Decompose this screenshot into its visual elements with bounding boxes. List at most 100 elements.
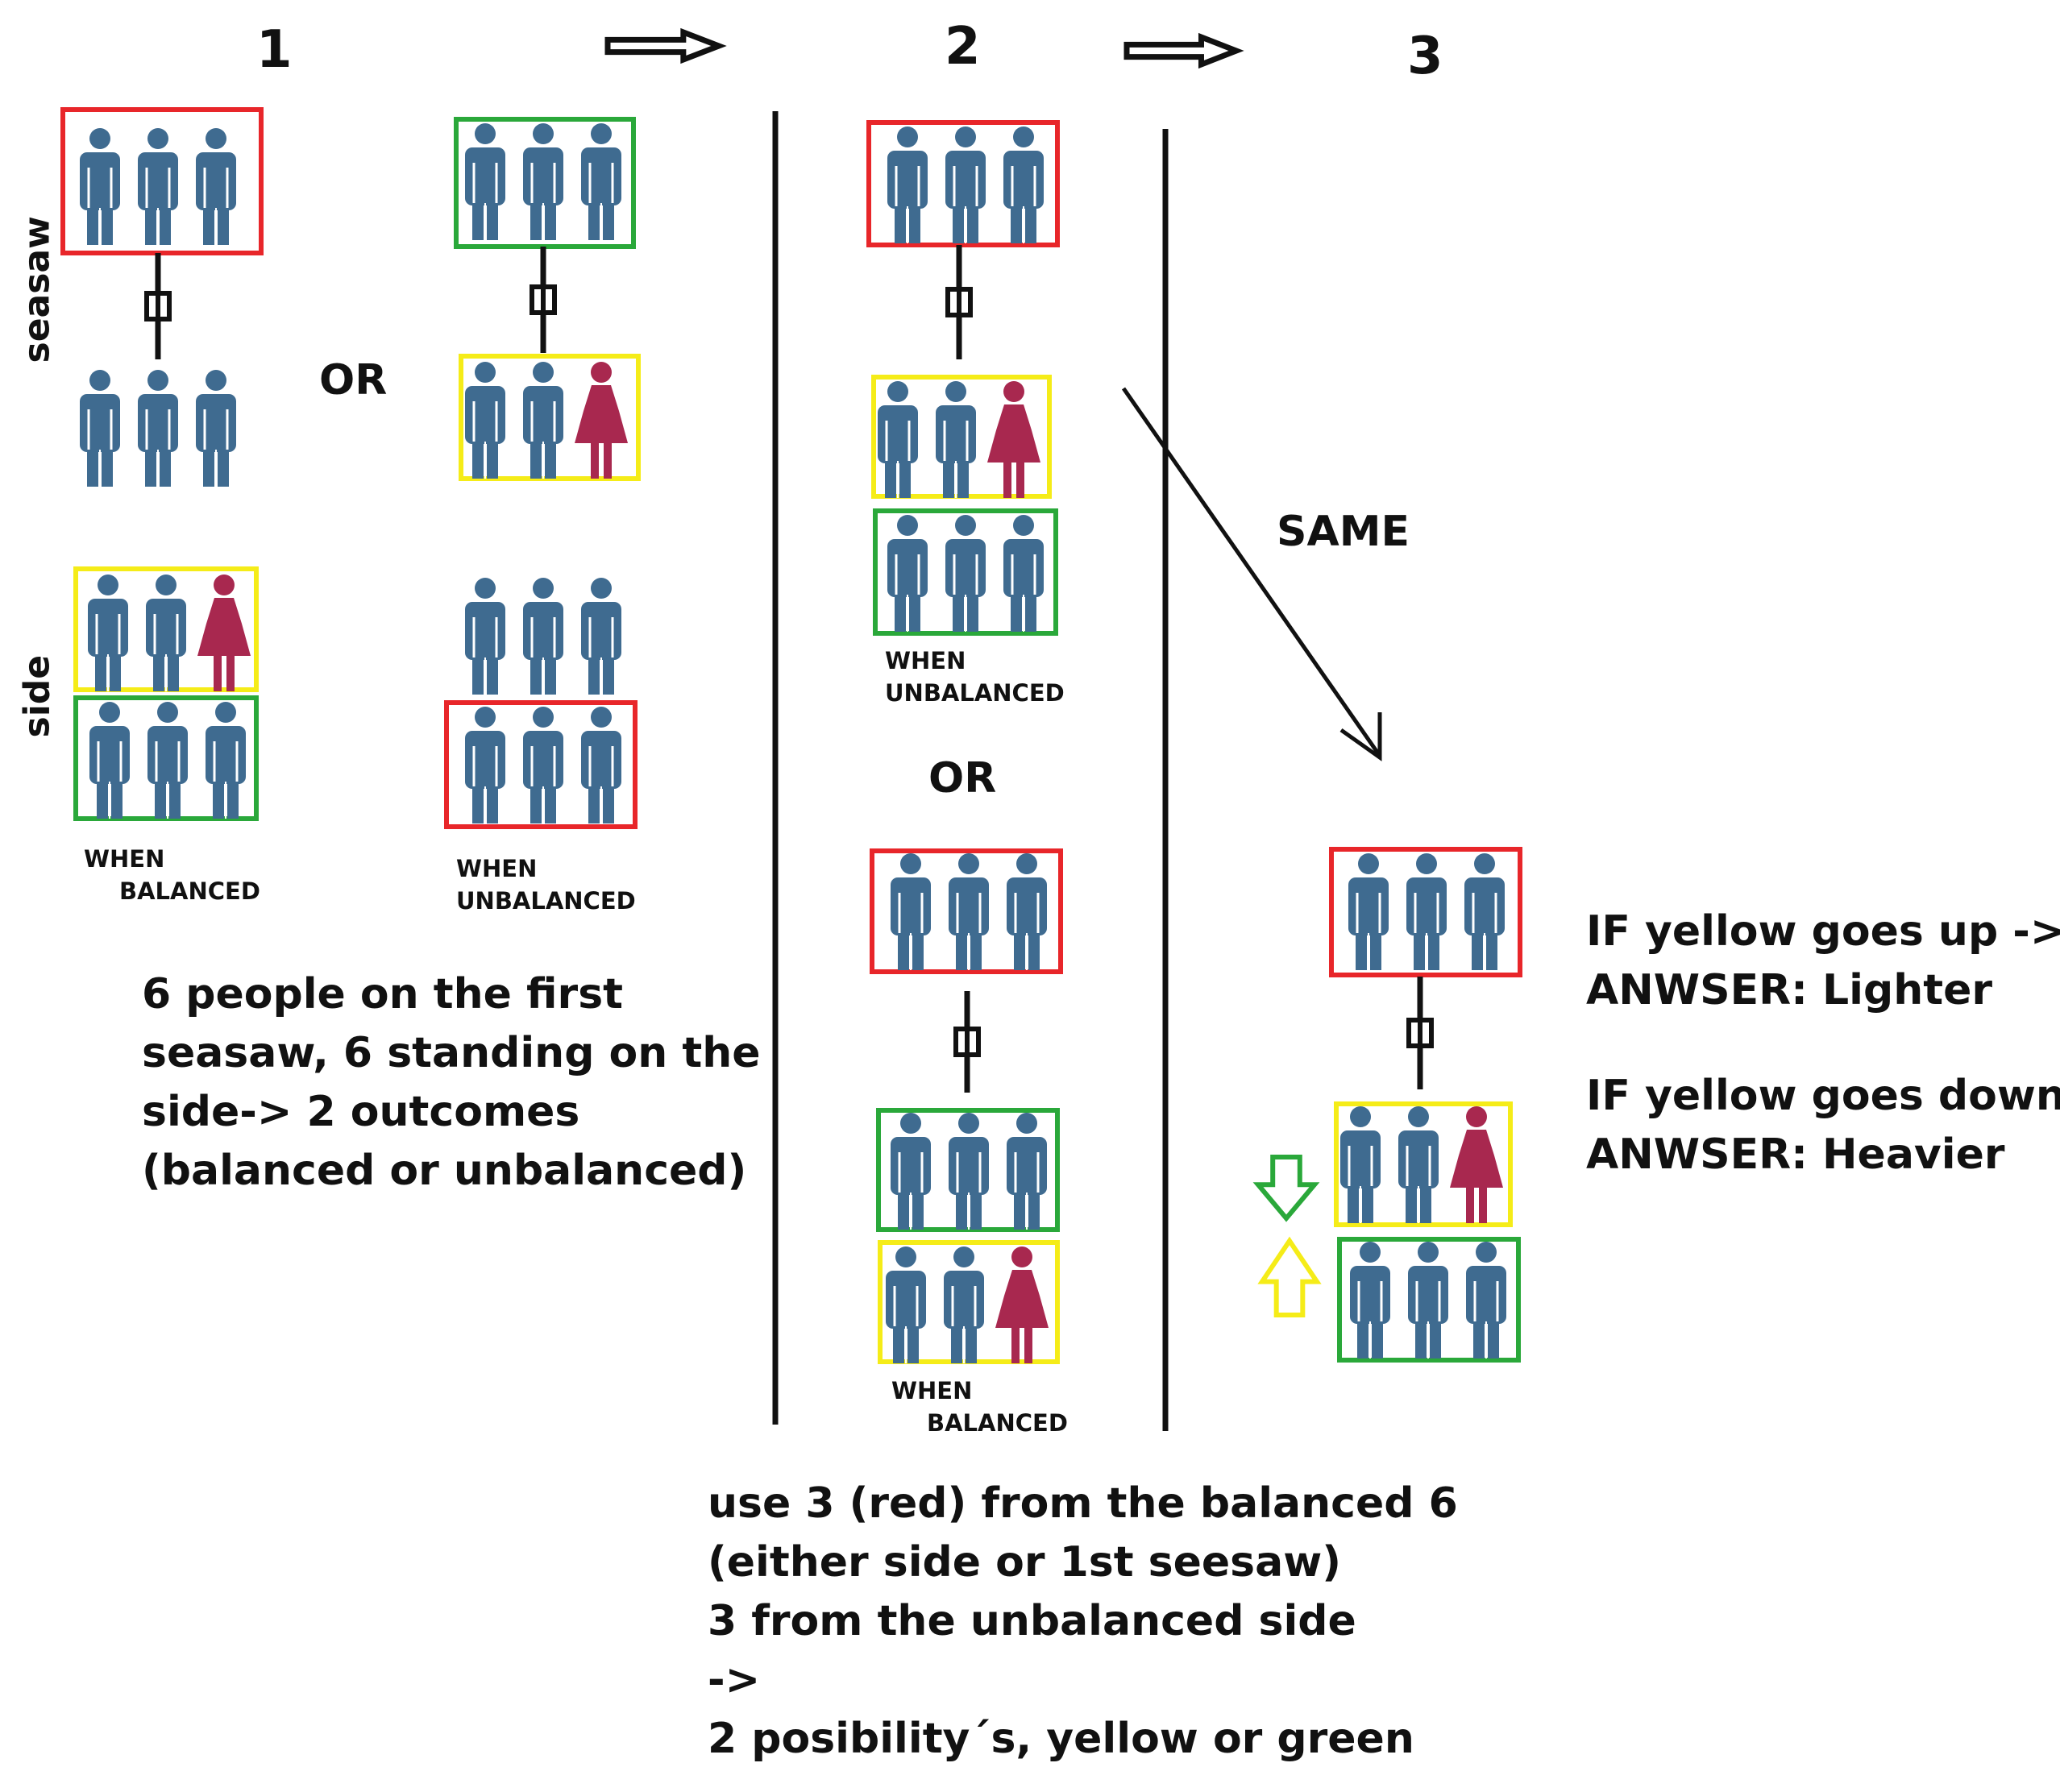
answer-up-line-1: IF yellow goes up -> <box>1586 907 2060 956</box>
man-icon <box>1003 127 1044 243</box>
caption-when-3: WHEN <box>885 647 966 674</box>
man-icon <box>891 1113 931 1230</box>
step-number-1: 1 <box>256 20 293 80</box>
person-group <box>89 702 246 819</box>
caption-unbalanced-3: UNBALANCED <box>885 679 1065 707</box>
up-arrow-icon <box>1257 1236 1322 1317</box>
step2-line-2: (either side or 1st seesaw) <box>708 1538 1342 1587</box>
man-icon <box>1406 853 1447 970</box>
woman-icon <box>987 381 1040 498</box>
man-icon <box>88 575 128 691</box>
man-icon <box>138 128 178 245</box>
step2-explanation: use 3 (red) from the balanced 6 (either … <box>708 1475 1458 1769</box>
man-icon <box>1007 1113 1047 1230</box>
red-box <box>444 700 638 829</box>
person-group <box>887 127 1044 243</box>
man-icon <box>146 575 186 691</box>
man-icon <box>581 707 621 823</box>
answer-yellow-up: IF yellow goes up -> ANWSER: Lighter <box>1586 902 2060 1020</box>
person-group <box>891 853 1047 970</box>
answer-up-line-2: ANWSER: Lighter <box>1586 966 1993 1014</box>
person-group <box>878 381 1040 498</box>
person-group <box>1348 853 1505 970</box>
green-box <box>1337 1237 1521 1363</box>
man-icon <box>465 578 505 695</box>
man-icon <box>523 578 563 695</box>
man-icon <box>465 707 505 823</box>
person-group <box>1350 1242 1506 1359</box>
man-icon <box>89 702 130 819</box>
man-icon <box>465 123 505 240</box>
man-icon <box>581 123 621 240</box>
side-label: side <box>16 654 58 738</box>
man-icon <box>886 1247 926 1363</box>
man-icon <box>887 515 928 632</box>
same-arrow <box>1121 387 1382 757</box>
man-icon <box>1340 1106 1381 1223</box>
man-icon <box>1350 1242 1390 1359</box>
person-group <box>887 515 1044 632</box>
man-icon <box>1464 853 1505 970</box>
man-icon <box>945 515 986 632</box>
man-icon <box>949 853 989 970</box>
person-group <box>465 362 628 479</box>
man-icon <box>1408 1242 1448 1359</box>
step1-line-3: side-> 2 outcomes <box>142 1088 580 1136</box>
man-icon <box>936 381 976 498</box>
step-number-3: 3 <box>1407 27 1443 86</box>
person-group <box>1340 1106 1503 1223</box>
man-icon <box>80 128 120 245</box>
woman-icon <box>1450 1106 1503 1223</box>
caption-when-1: WHEN <box>84 845 165 873</box>
woman-icon <box>197 575 251 691</box>
down-arrow-icon <box>1252 1155 1320 1222</box>
green-box <box>873 508 1058 636</box>
caption-unbalanced-2: UNBALANCED <box>456 887 636 915</box>
man-icon <box>523 123 563 240</box>
person-group <box>465 707 621 823</box>
man-icon <box>523 362 563 479</box>
step-number-2: 2 <box>945 17 981 77</box>
man-icon <box>1466 1242 1506 1359</box>
person-group <box>465 123 621 240</box>
yellow-box <box>1334 1101 1513 1227</box>
same-label: SAME <box>1277 508 1410 556</box>
caption-balanced-1: BALANCED <box>119 877 260 905</box>
man-icon <box>944 1247 984 1363</box>
man-icon <box>465 362 505 479</box>
person-group <box>88 575 251 691</box>
caption-when-2: WHEN <box>456 855 538 882</box>
man-icon <box>80 370 120 487</box>
caption-when-4: WHEN <box>891 1377 973 1404</box>
step1-line-2: seasaw, 6 standing on the <box>142 1029 761 1077</box>
step2-line-3: 3 from the unbalanced side <box>708 1597 1356 1645</box>
woman-icon <box>995 1247 1049 1363</box>
step1-line-4: (balanced or unbalanced) <box>142 1147 747 1195</box>
man-icon <box>1398 1106 1439 1223</box>
step1-explanation: 6 people on the first seasaw, 6 standing… <box>142 965 761 1201</box>
woman-icon <box>575 362 628 479</box>
man-icon <box>945 127 986 243</box>
man-icon <box>1348 853 1389 970</box>
answer-down-line-2: ANWSER: Heavier <box>1586 1130 2005 1179</box>
man-icon <box>196 370 236 487</box>
seasaw-label: seasaw <box>16 216 58 363</box>
red-box <box>60 107 264 255</box>
person-group <box>891 1113 1047 1230</box>
arrowhead-icon <box>1339 712 1382 761</box>
man-icon <box>523 707 563 823</box>
answer-down-line-1: IF yellow goes down -> <box>1586 1072 2060 1120</box>
red-box <box>870 848 1063 974</box>
or-label-step1: OR <box>319 356 388 404</box>
step2-line-5: 2 posibility´s, yellow or green <box>708 1715 1414 1763</box>
red-box <box>866 120 1060 247</box>
caption-balanced-4: BALANCED <box>927 1409 1068 1437</box>
step2-line-1: use 3 (red) from the balanced 6 <box>708 1479 1458 1528</box>
person-group <box>80 128 236 245</box>
man-icon <box>138 370 178 487</box>
man-icon <box>949 1113 989 1230</box>
man-icon <box>1003 515 1044 632</box>
man-icon <box>196 128 236 245</box>
